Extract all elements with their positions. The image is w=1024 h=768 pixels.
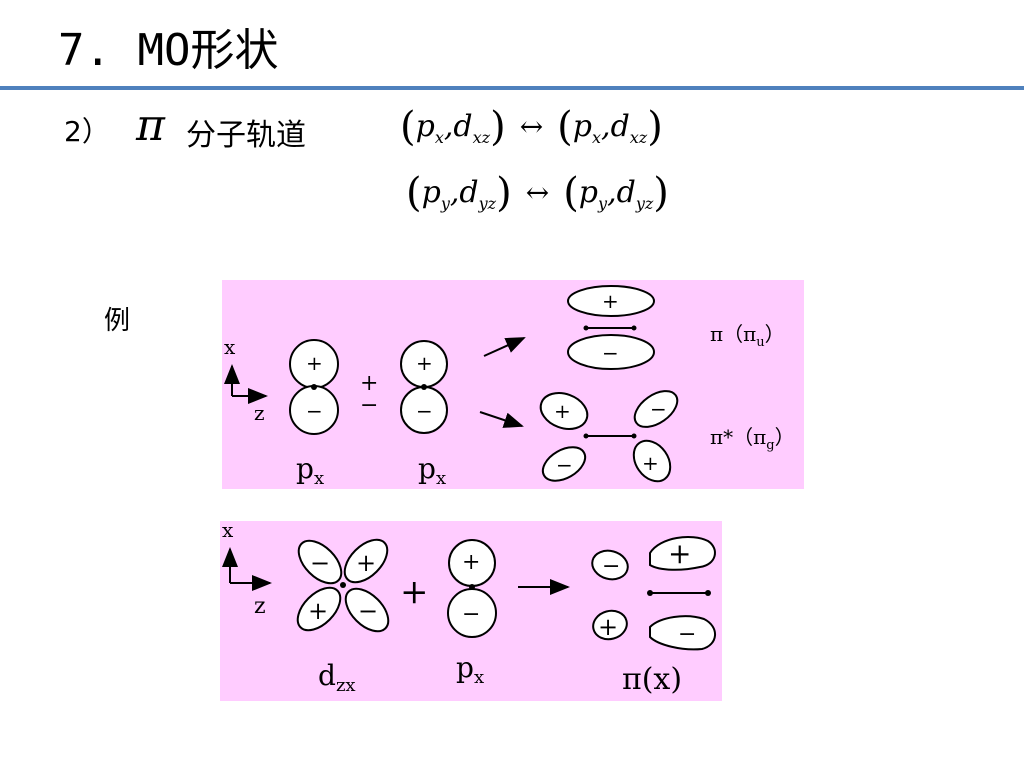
lobe-sign-minus: − [556, 453, 573, 477]
orbital-a-label: px [296, 452, 324, 489]
lobe-sign-minus: − [602, 341, 619, 365]
lobe-sign-minus: − [650, 397, 667, 421]
result-orbital-label: π(x) [622, 662, 682, 697]
title-divider [0, 86, 1024, 90]
combine-minus: − [360, 393, 378, 418]
dzx-px-orbital-figure: x z − + + − + + − [222, 518, 716, 697]
antibonding-pi-orbital [539, 390, 679, 483]
arrow-up-icon [483, 337, 526, 357]
px-orbital [447, 539, 497, 638]
combine-plus: + [360, 371, 378, 396]
orbital-b-label: px [418, 452, 446, 489]
lobe-sign-plus: + [554, 399, 571, 423]
bonding-label: π（πu） [710, 322, 785, 350]
axis-x-label: x [224, 335, 236, 359]
example-label: 例 [104, 306, 131, 336]
px-orbital-b [400, 340, 448, 434]
axis-icon [222, 547, 272, 591]
page-title: 7. MO形状 [58, 25, 279, 76]
arrow-down-icon [479, 411, 524, 428]
axis-icon [224, 364, 268, 404]
axis-z-label: z [254, 401, 265, 425]
dzx-orbital [296, 538, 390, 633]
lobe-sign-plus: + [642, 451, 659, 475]
lobe-sign-plus: + [598, 613, 618, 641]
double-arrow-icon: ↔ [525, 176, 550, 209]
lobe-sign-plus: + [462, 550, 480, 575]
double-arrow-icon: ↔ [519, 110, 544, 143]
lobe-sign-minus: − [462, 602, 480, 627]
lobe-sign-plus: + [668, 537, 691, 570]
lobe-sign-minus: − [310, 549, 330, 577]
orbital-b-label: px [456, 651, 484, 688]
lobe-sign-minus: − [306, 399, 323, 423]
lobe-sign-plus: + [308, 597, 328, 625]
bonding-pi-orbital [567, 285, 655, 370]
lobe-sign-plus: + [416, 351, 433, 375]
lobe-sign-minus: − [602, 554, 620, 579]
pi-x-orbital [591, 536, 716, 651]
combine-plus: + [400, 572, 429, 612]
lobe-sign-plus: + [356, 549, 376, 577]
section-heading: 分子轨道 [186, 118, 306, 153]
px-orbital-a [289, 339, 339, 435]
pi-symbol: π [136, 100, 165, 151]
antibonding-label: π*（πg） [710, 425, 795, 453]
lobe-sign-minus: − [678, 622, 696, 647]
axis-x-label: x [222, 521, 234, 542]
section-number: 2） [64, 115, 110, 148]
equation-row-1: (px,dxz)↔(px,dxz) [400, 104, 663, 150]
px-px-orbital-figure: x z + − + − + − px px [224, 285, 795, 489]
axis-z-label: z [254, 594, 266, 619]
orbital-a-label: dzx [318, 659, 356, 696]
pi-px-px-diagram: x z + − + − + − px px [222, 280, 804, 489]
pi-dzx-px-diagram: x z − + + − + + − [220, 518, 722, 701]
lobe-sign-minus: − [416, 399, 433, 423]
lobe-sign-plus: + [306, 351, 323, 375]
equation-row-2: (py,dyz)↔(py,dyz) [406, 170, 669, 216]
lobe-sign-minus: − [358, 597, 378, 625]
lobe-sign-plus: + [602, 289, 619, 313]
